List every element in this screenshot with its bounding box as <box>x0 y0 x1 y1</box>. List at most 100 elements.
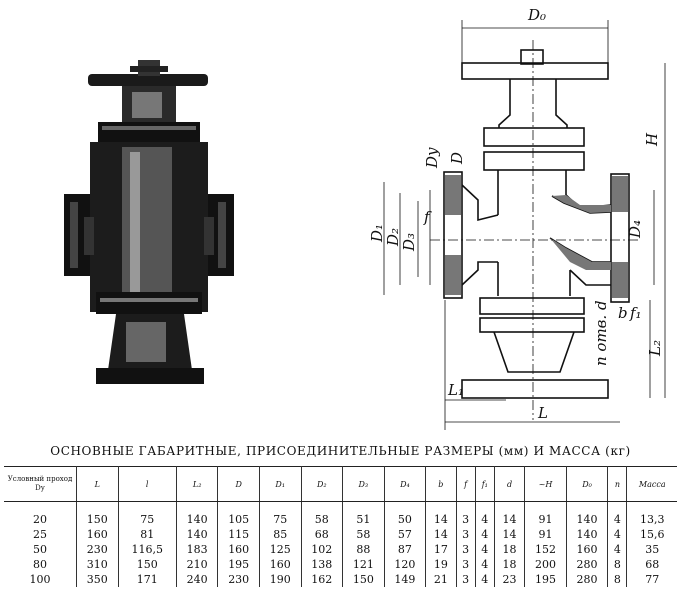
table-cell: 14 <box>425 512 457 527</box>
label-d2: D₂ <box>384 228 402 247</box>
table-cell: 18 <box>494 557 526 572</box>
table-cell: 3 <box>456 512 476 527</box>
table-cell: 149 <box>384 572 427 587</box>
table-cell: 280 <box>566 572 609 587</box>
table-cell: 4 <box>475 542 495 557</box>
table-cell: 21 <box>425 572 457 587</box>
table-cell: 58 <box>301 512 344 527</box>
table-cell: 280 <box>566 557 609 572</box>
header-cell: d <box>494 466 526 502</box>
table-cell: 13,3 <box>639 513 665 526</box>
valve-photo <box>60 52 240 392</box>
table-caption: ОСНОВНЫЕ ГАБАРИТНЫЕ, ПРИСОЕДИНИТЕЛЬНЫЕ Р… <box>50 444 631 458</box>
table-cell: 15,6 <box>639 528 665 541</box>
header-cell: b <box>425 466 457 502</box>
header-cell: L₂ <box>176 466 219 502</box>
label-d: D <box>448 152 466 165</box>
header-cell: f <box>456 466 476 502</box>
header-cell: D₂ <box>301 466 344 502</box>
header-cell: f₁ <box>475 466 495 502</box>
table-cell: 150 <box>118 557 177 572</box>
table-cell: 200 <box>524 557 567 572</box>
table-cell: 87 <box>384 542 427 557</box>
label-dy: Dу <box>423 147 441 169</box>
table-cell: 140 <box>566 512 609 527</box>
table-cell: 120 <box>384 557 427 572</box>
label-h: H <box>643 132 661 147</box>
table-cell: 138 <box>301 557 344 572</box>
table-cell: 210 <box>176 557 219 572</box>
table-cell: 14 <box>494 527 526 542</box>
table-cell: 25 <box>4 527 77 542</box>
table-cell: 230 <box>217 572 260 587</box>
header-nominal-bore: Условный проход Dу <box>4 466 77 502</box>
label-l1: L₁ <box>447 381 464 399</box>
header-cell: D₁ <box>259 466 302 502</box>
table-cell: 115 <box>217 527 260 542</box>
table-cell: 160 <box>259 557 302 572</box>
table-cell: 88 <box>342 542 385 557</box>
valve-drawing: D₀ H Dу D D₁ D₂ D₃ f D₄ f₁ b n отв. d L₂… <box>368 6 666 430</box>
table-cell: 35 <box>645 543 660 556</box>
label-d4: D₄ <box>626 220 644 239</box>
header-cell: D₄ <box>384 466 427 502</box>
header-cell: ~H <box>524 466 567 502</box>
table-cell: 4 <box>475 557 495 572</box>
label-d1: D₁ <box>368 224 386 243</box>
table-cell: 171 <box>118 572 177 587</box>
table-cell: 19 <box>425 557 457 572</box>
label-b: b <box>618 304 628 322</box>
table-cell: 4 <box>475 512 495 527</box>
table-cell: 14 <box>425 527 457 542</box>
table-cell: 81 <box>118 527 177 542</box>
table-cell: 230 <box>76 542 119 557</box>
header-cell: L <box>76 466 119 502</box>
table-cell: 58 <box>342 527 385 542</box>
label-d3: D₃ <box>400 233 418 252</box>
label-d0: D₀ <box>527 6 546 24</box>
header-cell: D₀ <box>566 466 609 502</box>
table-cell: 140 <box>176 527 219 542</box>
table-header-row: Условный проход Dу L l L₂ D D₁ D₂ D₃ D₄ … <box>4 466 677 502</box>
table-cell: 190 <box>259 572 302 587</box>
table-cell: 68 <box>645 558 660 571</box>
table-cell: 14 <box>494 512 526 527</box>
table-cell: 3 <box>456 557 476 572</box>
table-cell: 4 <box>607 512 628 527</box>
table-cell: 8 <box>607 572 628 587</box>
table-cell: 85 <box>259 527 302 542</box>
table-cell: 310 <box>76 557 119 572</box>
table-cell: 91 <box>524 512 567 527</box>
table-cell: 80 <box>4 557 77 572</box>
table-cell: 50 <box>384 512 427 527</box>
table-cell: 240 <box>176 572 219 587</box>
table-cell: 77 <box>645 573 660 586</box>
table-cell: 195 <box>524 572 567 587</box>
header-cell: Масса <box>626 466 677 502</box>
table-cell: 3 <box>456 572 476 587</box>
table-cell: 102 <box>301 542 344 557</box>
table-cell: 20 <box>4 512 77 527</box>
table-cell: 140 <box>176 512 219 527</box>
table-cell: 23 <box>494 572 526 587</box>
table-cell: 162 <box>301 572 344 587</box>
dimensions-table: Условный проход Dу L l L₂ D D₁ D₂ D₃ D₄ … <box>4 466 677 587</box>
table-cell: 105 <box>217 512 260 527</box>
table-cell: 150 <box>76 512 119 527</box>
table-cell: 350 <box>76 572 119 587</box>
table-cell: 50 <box>4 542 77 557</box>
table-cell: 195 <box>217 557 260 572</box>
label-l2: L₂ <box>646 340 664 357</box>
table-cell: 121 <box>342 557 385 572</box>
table-cell: 152 <box>524 542 567 557</box>
table-cell: 4 <box>475 527 495 542</box>
label-n-otv-d: n отв. d <box>592 300 610 366</box>
header-cell: l <box>118 466 177 502</box>
table-cell: 57 <box>384 527 427 542</box>
table-cell: 116,5 <box>118 542 177 557</box>
